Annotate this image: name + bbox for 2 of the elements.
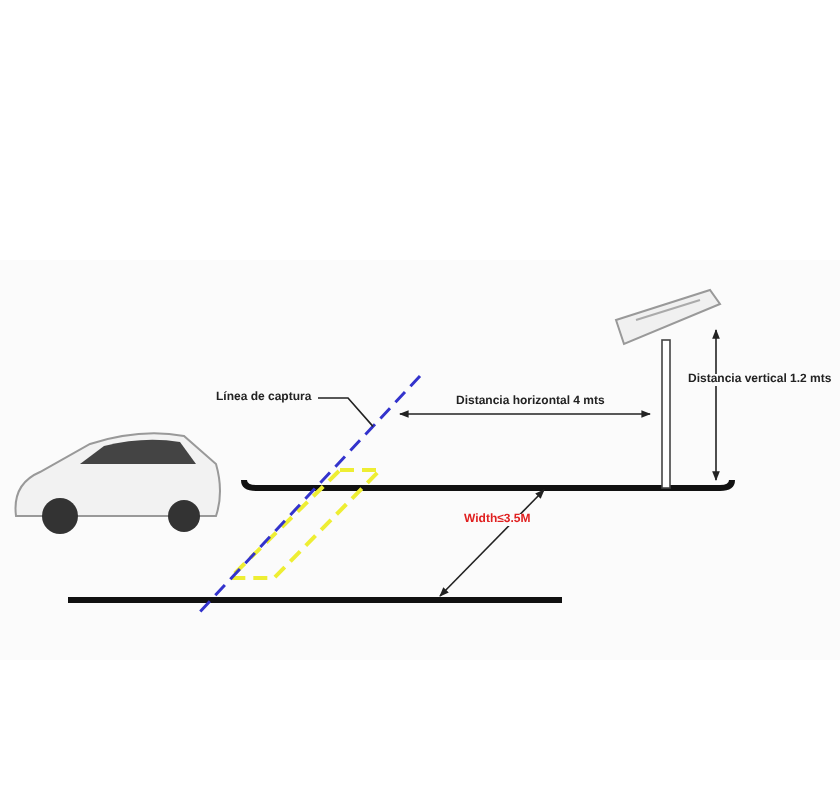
leader-line (317, 397, 374, 428)
capture-line (194, 374, 422, 618)
